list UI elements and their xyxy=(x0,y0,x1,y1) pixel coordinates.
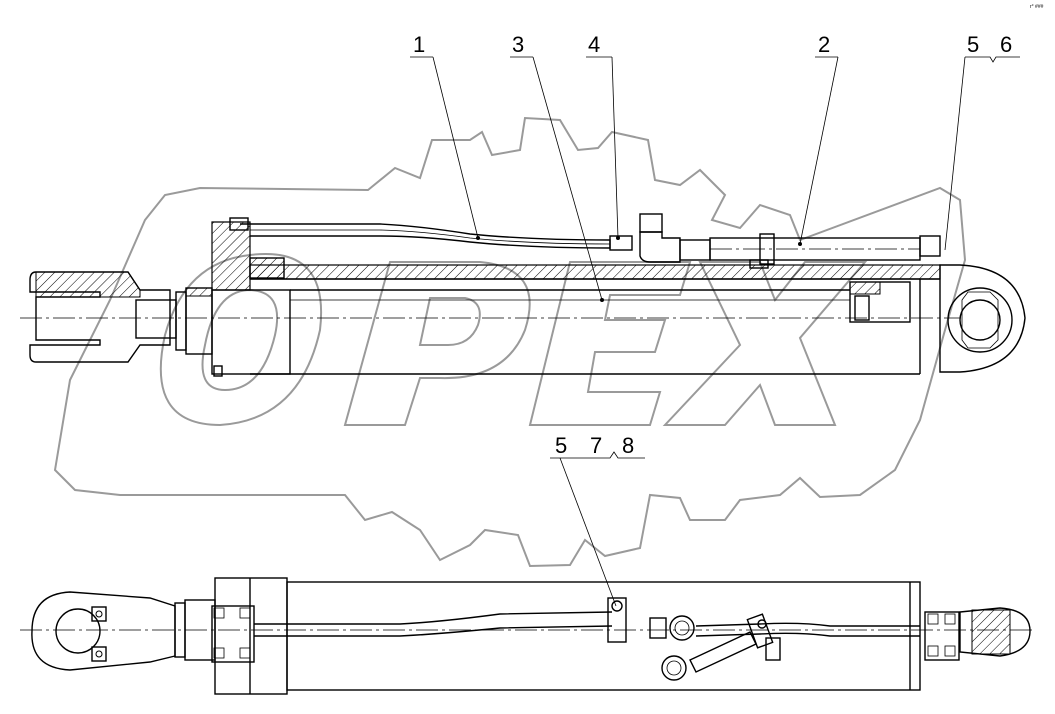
leader-dot-4 xyxy=(616,236,620,240)
leader-dot-2 xyxy=(798,242,802,246)
cylinder-head xyxy=(211,217,291,377)
label-8: 8 xyxy=(622,433,634,458)
plan-flange-left xyxy=(211,605,255,663)
label-5: 5 xyxy=(967,32,979,57)
cylinder-plan-view xyxy=(20,451,1035,695)
label-6: 6 xyxy=(1000,32,1012,57)
label-2: 2 xyxy=(818,32,830,57)
oil-pipe xyxy=(240,213,941,269)
opex-watermark xyxy=(53,116,967,568)
plan-eye-right xyxy=(959,607,1031,657)
plan-eye-left xyxy=(31,591,216,671)
watermark-letter-x xyxy=(662,261,868,426)
label-4: 4 xyxy=(588,32,600,57)
watermark-letter-e xyxy=(528,261,692,426)
label-1: 1 xyxy=(413,32,425,57)
corner-mark: r° ### xyxy=(1030,4,1044,10)
label-7: 7 xyxy=(590,433,602,458)
watermark-letter-p xyxy=(343,261,531,426)
clevis-end xyxy=(29,271,213,363)
label-3: 3 xyxy=(512,32,524,57)
leader-lines xyxy=(410,56,1020,301)
leader-dot-3 xyxy=(600,298,604,302)
watermark-letter-o xyxy=(159,253,323,427)
plan-flange-right xyxy=(924,611,960,661)
watermark-gear-outline xyxy=(53,116,967,568)
leader-lines-plan xyxy=(550,451,645,607)
callout-labels: 1 3 4 2 5 6 5 7 8 r° ### xyxy=(413,4,1044,458)
leader-dot-1 xyxy=(476,236,480,240)
eye-end xyxy=(939,264,1026,373)
label-5-plan: 5 xyxy=(555,433,567,458)
cylinder-section-view xyxy=(20,56,1026,377)
plan-oil-pipe xyxy=(254,597,920,681)
